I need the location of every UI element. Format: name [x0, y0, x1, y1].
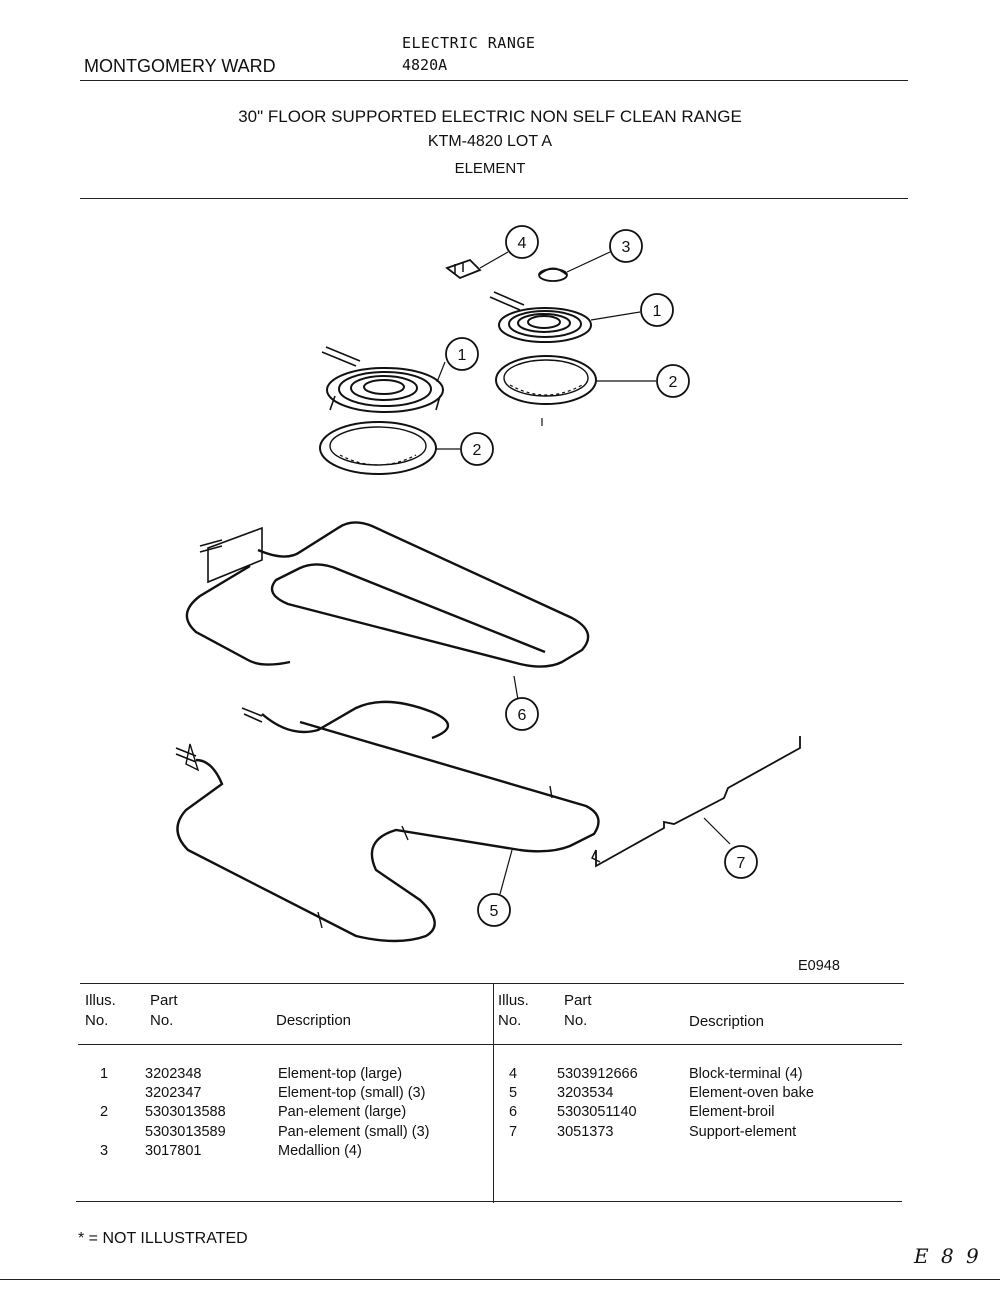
- table-row: 3202347 Element-top (small) (3): [0, 1084, 490, 1104]
- callout-4: 4: [518, 235, 527, 252]
- row-desc: Element-top (large): [278, 1066, 403, 1082]
- header-illus-right: Illus.No.: [498, 992, 529, 1029]
- row-illus: 3: [100, 1143, 109, 1159]
- row-desc: Element-top (small) (3): [278, 1085, 426, 1101]
- header-illus-left: Illus.No.: [85, 992, 116, 1029]
- row-part: 5303013589: [145, 1124, 226, 1140]
- callout-3: 3: [622, 239, 631, 256]
- header-desc-right: Description: [689, 1013, 765, 1030]
- table-row: 2 5303013588 Pan-element (large): [0, 1103, 490, 1123]
- header-desc-left: Description: [276, 1012, 352, 1029]
- row-part: 3051373: [557, 1124, 614, 1140]
- callout-labels: 4 3 1 1 2 2 6 7 5: [458, 235, 746, 920]
- row-part: 5303051140: [557, 1104, 637, 1120]
- callout-2a: 2: [669, 374, 678, 391]
- medallion-part: [538, 251, 611, 282]
- table-row: 5303013589 Pan-element (small) (3): [0, 1123, 490, 1143]
- broil-element: [185, 521, 590, 701]
- bake-element: [175, 700, 600, 943]
- table-row: 3 3017801 Medallion (4): [0, 1142, 490, 1162]
- table-bottom-rule: [76, 1201, 902, 1202]
- row-illus: 6: [509, 1104, 518, 1120]
- row-illus: 7: [509, 1124, 518, 1140]
- row-part: 5303013588: [145, 1104, 226, 1120]
- table-top-rule: [80, 983, 904, 984]
- row-part: 3017801: [145, 1143, 202, 1159]
- page-title: 30" FLOOR SUPPORTED ELECTRIC NON SELF CL…: [238, 107, 742, 126]
- table-row: 5 3203534 Element-oven bake: [0, 1084, 1000, 1104]
- pan-element-left: [319, 421, 460, 475]
- row-illus: 1: [100, 1066, 109, 1082]
- page-subtitle: KTM-4820 LOT A: [427, 133, 553, 150]
- row-part: 3202347: [145, 1085, 202, 1101]
- row-part: 5303912666: [557, 1066, 638, 1082]
- row-desc: Block-terminal (4): [689, 1066, 803, 1082]
- row-desc: Medallion (4): [278, 1143, 362, 1159]
- brand-name: MONTGOMERY WARD: [84, 56, 276, 76]
- row-part: 3202348: [145, 1066, 202, 1082]
- header-rule-bottom: [78, 1044, 902, 1045]
- callout-5: 5: [490, 903, 499, 920]
- model-number: 4820A: [402, 56, 448, 74]
- row-desc: Support-element: [689, 1124, 797, 1140]
- callout-7: 7: [737, 855, 746, 872]
- row-desc: Element-broil: [689, 1104, 775, 1120]
- row-desc: Pan-element (small) (3): [278, 1124, 430, 1140]
- table-row: 7 3051373 Support-element: [0, 1123, 1000, 1143]
- parts-diagram: 4 3 1 1 2 2 6 7 5: [175, 225, 801, 943]
- callout-1a: 1: [653, 303, 662, 320]
- table-row: 4 5303912666 Block-terminal (4): [0, 1065, 1000, 1085]
- table-divider: [493, 983, 494, 1203]
- callout-2b: 2: [473, 442, 482, 459]
- title-rule: [80, 198, 908, 199]
- section-title: ELEMENT: [454, 160, 526, 177]
- row-desc: Element-oven bake: [689, 1085, 814, 1101]
- block-terminal-part: [445, 251, 509, 280]
- diagram-code: E0948: [798, 958, 840, 974]
- table-row: 6 5303051140 Element-broil: [0, 1103, 1000, 1123]
- element-top-right: [489, 291, 641, 343]
- row-illus: 5: [509, 1085, 518, 1101]
- product-type: ELECTRIC RANGE: [402, 34, 536, 52]
- not-illustrated-note: * = NOT ILLUSTRATED: [78, 1230, 248, 1247]
- callout-1b: 1: [458, 347, 467, 364]
- header-rule: [80, 80, 908, 81]
- callout-markers: [445, 225, 758, 927]
- handwritten-note: E 8 9: [914, 1244, 982, 1268]
- row-illus: 2: [100, 1104, 109, 1120]
- element-top-left: [321, 346, 446, 413]
- callout-6: 6: [518, 707, 527, 724]
- support-element: [591, 736, 801, 868]
- pan-element-right: [495, 355, 656, 426]
- row-part: 3203534: [557, 1085, 614, 1101]
- row-desc: Pan-element (large): [278, 1104, 407, 1120]
- footer-rule: [0, 1279, 1000, 1280]
- row-illus: 4: [509, 1066, 518, 1082]
- table-row: 1 3202348 Element-top (large): [0, 1065, 490, 1085]
